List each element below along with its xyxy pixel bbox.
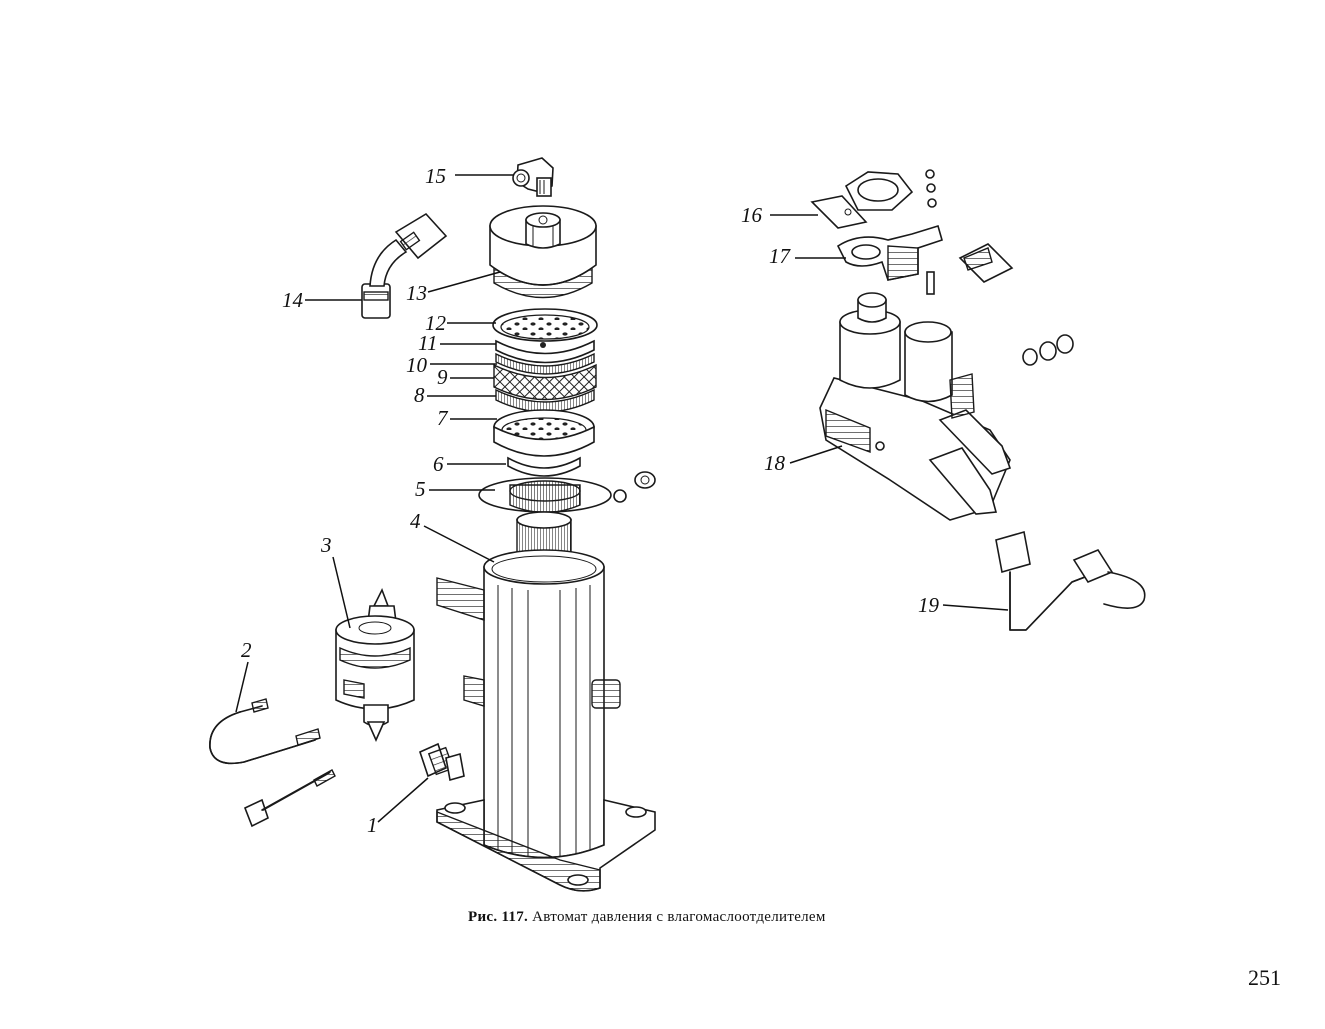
svg-text:3: 3: [320, 533, 332, 557]
part-washers-set: [1022, 334, 1074, 366]
part-small-bracket: [958, 243, 1014, 283]
part-9-mesh-element: [493, 363, 597, 401]
callout-17: 17: [769, 244, 846, 268]
part-screw: [926, 271, 935, 295]
part-13-cover: [489, 205, 597, 299]
callout-18: 18: [764, 445, 843, 475]
part-small-washers-column: [925, 169, 937, 208]
svg-text:11: 11: [418, 331, 437, 355]
svg-text:17: 17: [769, 244, 792, 268]
svg-text:8: 8: [414, 383, 425, 407]
part-11-ring: [495, 339, 595, 364]
svg-text:1: 1: [367, 813, 378, 837]
part-nut-and-washer: [613, 471, 656, 503]
callout-3: 3: [320, 533, 351, 629]
svg-text:10: 10: [406, 353, 428, 377]
part-19-pipe-assembly: [995, 530, 1146, 631]
svg-text:12: 12: [425, 311, 447, 335]
part-7-perforated-disc: [493, 409, 595, 457]
callout-10: 10: [406, 353, 497, 377]
callout-15: 15: [425, 164, 514, 188]
svg-text:7: 7: [437, 406, 449, 430]
part-14-bent-fitting: [361, 212, 448, 319]
svg-text:16: 16: [741, 203, 763, 227]
figure-caption: Рис. 117. Автомат давления с влагомаслоо…: [468, 909, 826, 926]
part-3-pressure-switch: [335, 588, 415, 742]
part-16-bracket: [810, 195, 868, 229]
callout-2: 2: [235, 638, 252, 713]
svg-text:9: 9: [437, 365, 448, 389]
callout-11: 11: [418, 331, 496, 355]
page-number: 251: [1248, 965, 1281, 990]
part-12-perforated-disc: [492, 308, 598, 348]
callout-7: 7: [437, 406, 497, 430]
figure-caption-prefix: Рис. 117.: [468, 909, 529, 925]
callout-8: 8: [414, 383, 496, 407]
svg-text:5: 5: [415, 477, 426, 501]
callout-1: 1: [367, 777, 429, 837]
part-bolt: [243, 769, 336, 828]
part-5-filter-flange: [478, 477, 612, 514]
callout-5: 5: [415, 477, 495, 501]
svg-text:15: 15: [425, 164, 446, 188]
part-8-felt-ring: [495, 388, 595, 413]
svg-text:18: 18: [764, 451, 786, 475]
svg-text:2: 2: [241, 638, 252, 662]
callouts: 15 14 13 12 11 10 9 8 7 6 5 4 3 2 1 16 1…: [235, 164, 1009, 837]
figure-caption-text: Автомат давления с влагомаслоотделителем: [532, 909, 826, 925]
part-15-elbow-fitting: [512, 157, 554, 197]
housing-body: [436, 549, 656, 892]
svg-text:14: 14: [282, 288, 304, 312]
part-large-nut: [844, 171, 914, 211]
part-1-union-fitting: [419, 742, 465, 782]
callout-14: 14: [282, 288, 362, 312]
callout-12: 12: [425, 311, 496, 335]
svg-text:13: 13: [406, 281, 427, 305]
part-18-valve-block: [819, 292, 1012, 521]
svg-text:19: 19: [918, 593, 940, 617]
part-17-clamp: [836, 224, 943, 281]
callout-4: 4: [410, 509, 495, 563]
svg-text:6: 6: [433, 452, 444, 476]
part-2-u-bolt: [209, 698, 321, 765]
part-10-ring: [495, 352, 595, 375]
svg-text:4: 4: [410, 509, 421, 533]
callout-13: 13: [406, 271, 501, 305]
callout-16: 16: [741, 203, 818, 227]
callout-6: 6: [433, 452, 506, 476]
callout-9: 9: [437, 365, 494, 389]
callout-19: 19: [918, 593, 1009, 617]
part-6-gasket: [507, 456, 581, 477]
